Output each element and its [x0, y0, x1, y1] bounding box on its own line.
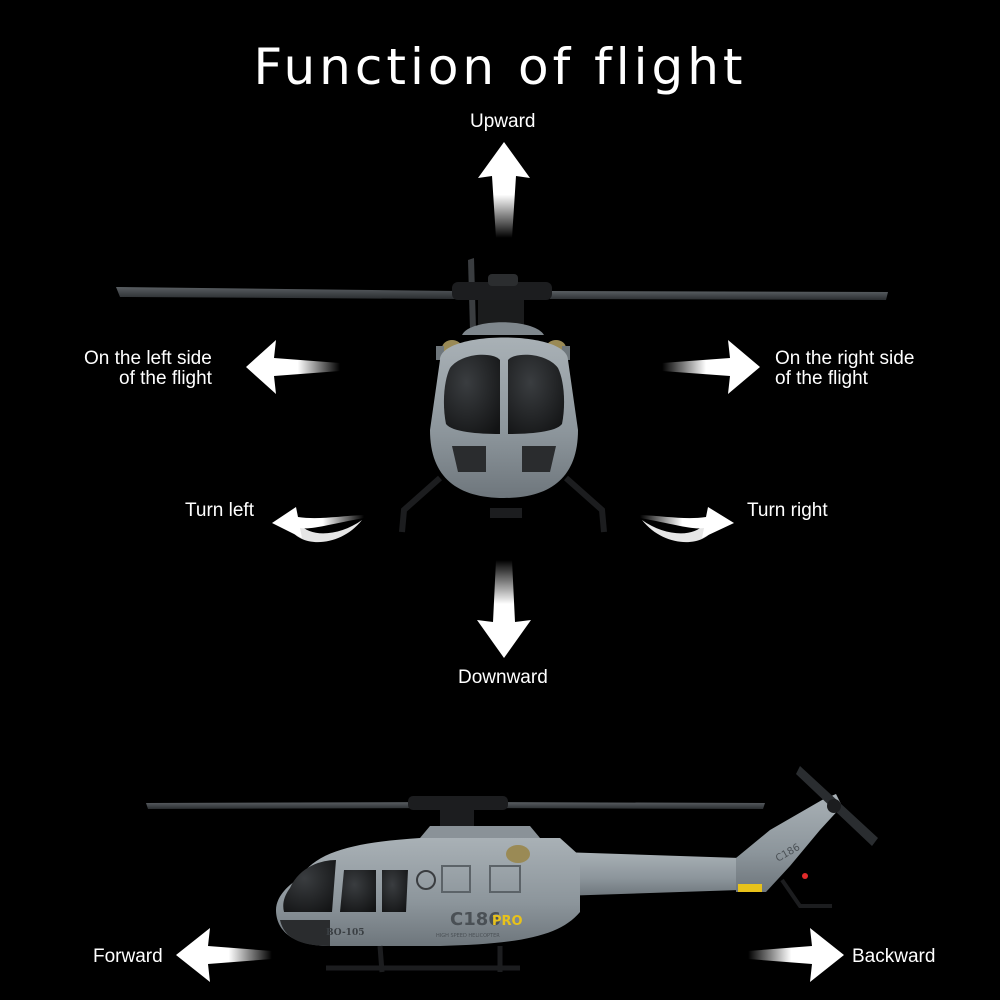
- turn-left-arrow-icon: [272, 507, 364, 543]
- label-right-side-line1: On the right side: [775, 348, 915, 369]
- label-left-side-line1: On the left side: [84, 348, 212, 369]
- label-right-side-line2: of the flight: [775, 368, 868, 389]
- model-marking: C186: [450, 909, 501, 930]
- label-turn-right: Turn right: [747, 500, 828, 521]
- right-side-arrow-icon: [662, 340, 760, 394]
- forward-arrow-icon: [176, 928, 272, 982]
- label-forward: Forward: [93, 946, 163, 967]
- downward-arrow-icon: [477, 560, 531, 658]
- upward-arrow-icon: [478, 142, 530, 238]
- label-left-side-line2: of the flight: [119, 368, 212, 389]
- helicopter-front-view: [116, 258, 888, 533]
- label-turn-left: Turn left: [185, 500, 254, 521]
- label-backward: Backward: [852, 946, 936, 967]
- model-suffix-marking: PRO: [492, 914, 523, 929]
- tagline-marking: HIGH SPEED HELICOPTER: [436, 933, 500, 939]
- backward-arrow-icon: [748, 928, 844, 982]
- label-downward: Downward: [458, 667, 548, 688]
- left-side-arrow-icon: [246, 340, 340, 394]
- helicopter-side-view: [146, 766, 878, 973]
- page-title: Function of flight: [253, 37, 747, 96]
- turn-right-arrow-icon: [640, 507, 734, 543]
- label-upward: Upward: [470, 111, 536, 132]
- registration-marking: BO-105: [326, 928, 364, 938]
